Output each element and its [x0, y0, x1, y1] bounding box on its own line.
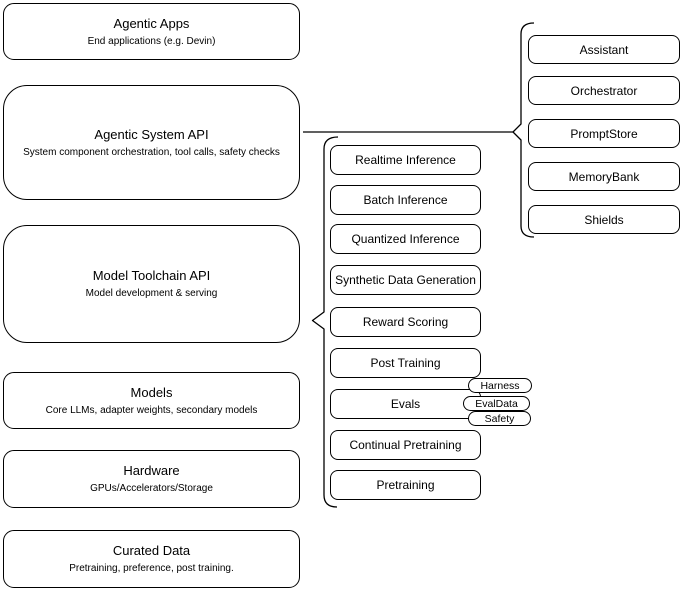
box-synthetic-data-generation: Synthetic Data Generation	[330, 265, 481, 295]
box-continual-pretraining: Continual Pretraining	[330, 430, 481, 460]
box-curated-data: Curated Data Pretraining, preference, po…	[3, 530, 300, 588]
box-agentic-apps-subtitle: End applications (e.g. Devin)	[87, 35, 216, 47]
box-model-toolchain-api-title: Model Toolchain API	[92, 268, 211, 283]
box-agentic-system-api: Agentic System API System component orch…	[3, 85, 300, 200]
box-promptstore: PromptStore	[528, 119, 680, 148]
box-orchestrator: Orchestrator	[528, 76, 680, 105]
box-models-subtitle: Core LLMs, adapter weights, secondary mo…	[45, 404, 258, 416]
tag-evaldata: EvalData	[463, 396, 530, 411]
box-hardware-title: Hardware	[123, 463, 180, 478]
brace-toolchain-items	[311, 136, 339, 508]
box-hardware-subtitle: GPUs/Accelerators/Storage	[90, 483, 213, 494]
box-memorybank: MemoryBank	[528, 162, 680, 191]
box-model-toolchain-api: Model Toolchain API Model development & …	[3, 225, 300, 343]
box-batch-inference: Batch Inference	[330, 185, 481, 215]
box-shields: Shields	[528, 205, 680, 234]
box-model-toolchain-api-subtitle: Model development & serving	[85, 288, 218, 299]
tag-harness: Harness	[468, 378, 532, 393]
box-agentic-system-api-title: Agentic System API	[94, 126, 209, 142]
brace-system-components	[512, 22, 535, 238]
box-agentic-apps: Agentic Apps End applications (e.g. Devi…	[3, 3, 300, 60]
box-models-title: Models	[130, 384, 173, 400]
tag-safety: Safety	[468, 411, 531, 426]
box-quantized-inference: Quantized Inference	[330, 224, 481, 254]
box-assistant: Assistant	[528, 35, 680, 64]
box-curated-data-subtitle: Pretraining, preference, post training.	[69, 563, 234, 574]
box-hardware: Hardware GPUs/Accelerators/Storage	[3, 450, 300, 508]
box-realtime-inference: Realtime Inference	[330, 145, 481, 175]
box-agentic-apps-title: Agentic Apps	[113, 15, 190, 31]
box-agentic-system-api-subtitle: System component orchestration, tool cal…	[23, 146, 280, 158]
box-post-training: Post Training	[330, 348, 481, 378]
box-pretraining: Pretraining	[330, 470, 481, 500]
box-models: Models Core LLMs, adapter weights, secon…	[3, 372, 300, 429]
box-evals: Evals	[330, 389, 481, 419]
box-reward-scoring: Reward Scoring	[330, 307, 481, 337]
box-curated-data-title: Curated Data	[112, 543, 191, 558]
